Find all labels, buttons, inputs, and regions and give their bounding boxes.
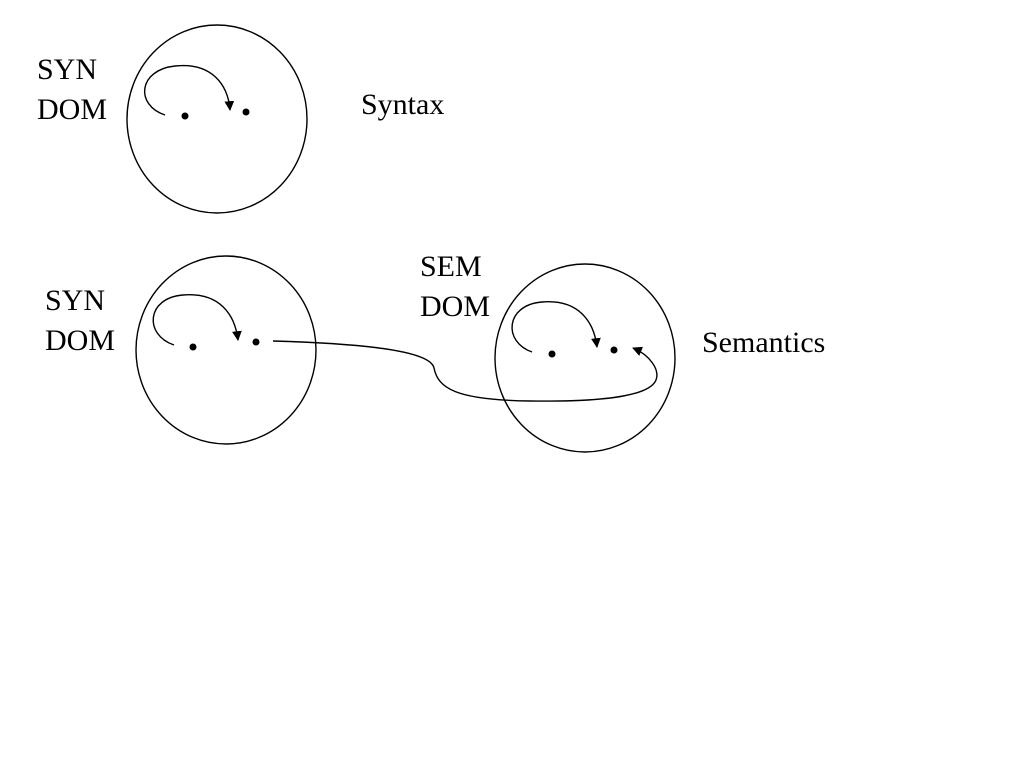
sem-domain-label-line2: DOM [420,290,491,323]
syn-domain-label-line2: DOM [45,324,116,357]
syn-relation-arrow [152,294,242,346]
syntax-domain-label-line2: DOM [37,93,108,126]
sem-source-point [548,350,556,358]
syn-domain-label-line1: SYN [45,284,106,317]
sem-domain-circle [494,263,676,453]
syn-source-point [189,343,197,351]
sem-relation-arrow [511,301,601,353]
sem-domain-label-line1: SEM [420,250,482,283]
interpretation-mapping-arrow [272,340,658,402]
syntax-source-point [181,112,189,120]
syn-target-point [252,338,260,346]
syntax-caption: Syntax [361,88,445,121]
syn-domain-circle [135,255,317,445]
syntax-relation-arrow [143,64,235,116]
sem-target-point [610,346,618,354]
syntax-domain-circle [126,24,308,214]
syntax-domain-label-line1: SYN [37,53,98,86]
syntax-target-point [242,108,250,116]
semantics-caption: Semantics [702,326,826,359]
